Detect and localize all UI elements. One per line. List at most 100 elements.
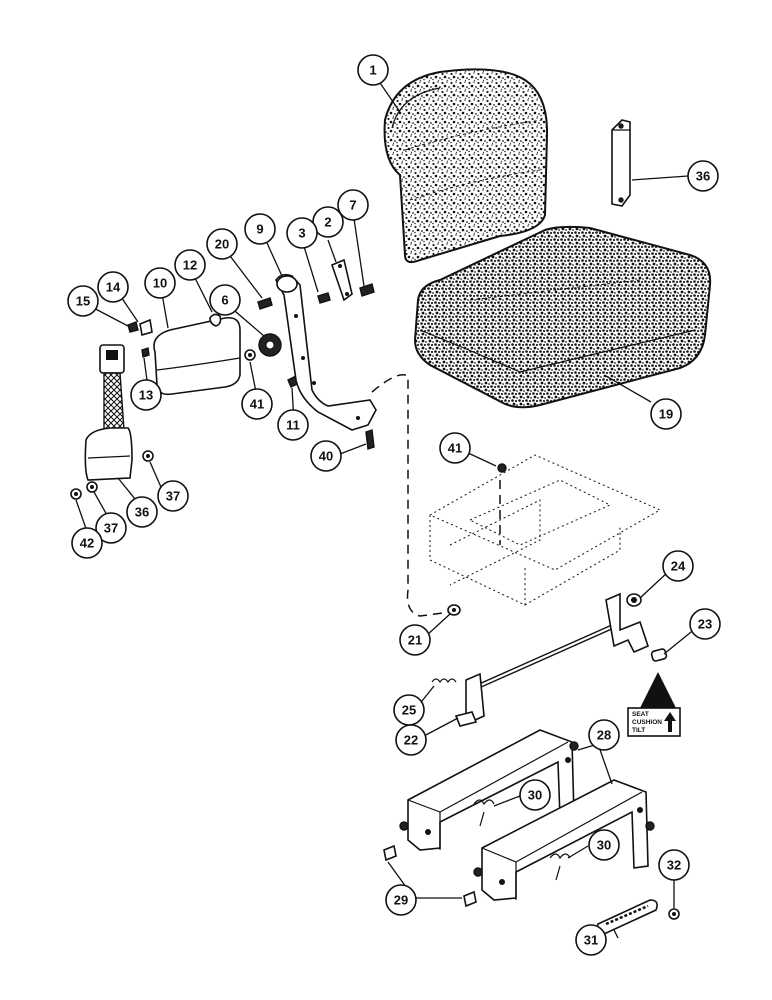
callout-10: 10: [144, 267, 176, 299]
svg-text:36: 36: [135, 505, 149, 520]
svg-text:13: 13: [139, 388, 153, 403]
svg-text:23: 23: [698, 617, 712, 632]
pin-29-lower: [463, 890, 477, 908]
clip-15: [127, 321, 139, 333]
callout-1: 1: [357, 54, 389, 86]
seat-base-plate: [428, 454, 662, 606]
callout-3: 3: [286, 217, 318, 249]
pin-29-upper: [383, 844, 397, 862]
callout-15: 15: [67, 285, 99, 317]
callout-31: 31: [575, 924, 607, 956]
svg-text:24: 24: [671, 559, 686, 574]
svg-text:9: 9: [256, 222, 263, 237]
svg-text:32: 32: [667, 858, 681, 873]
up-arrow-icon: [664, 712, 676, 732]
svg-text:14: 14: [106, 280, 121, 295]
spring-25: [431, 678, 457, 684]
callout-42: 42: [71, 527, 103, 559]
screw-7: [359, 283, 375, 297]
decal-line-2: CUSHION: [632, 719, 662, 726]
nut: [244, 349, 256, 361]
retaining-ring: [209, 313, 222, 327]
callout-11: 11: [277, 409, 309, 441]
svg-text:40: 40: [319, 449, 333, 464]
seat-slide-bracket-upper: [399, 729, 579, 851]
svg-text:36: 36: [696, 169, 710, 184]
strap-31: [596, 899, 658, 936]
callout-32: 32: [658, 849, 690, 881]
dashed-assembly-path: [371, 374, 451, 617]
cushion-tilt-rod: [454, 592, 649, 727]
svg-text:41: 41: [250, 397, 264, 412]
bolt-20: [257, 297, 273, 310]
svg-text:1: 1: [369, 63, 376, 78]
svg-text:6: 6: [221, 293, 228, 308]
callout-37-lower: 37: [95, 512, 127, 544]
cap-23: [650, 648, 668, 662]
svg-text:20: 20: [215, 237, 229, 252]
svg-text:2: 2: [324, 215, 331, 230]
callout-40: 40: [310, 440, 342, 472]
nut-21: [447, 604, 461, 616]
plate-14: [139, 318, 153, 337]
screw-40: [365, 429, 375, 450]
svg-text:31: 31: [584, 933, 598, 948]
backrest-cushion: [383, 68, 549, 264]
svg-text:25: 25: [402, 703, 416, 718]
svg-text:19: 19: [659, 407, 673, 422]
callout-7: 7: [337, 189, 369, 221]
svg-text:10: 10: [153, 276, 167, 291]
callout-36-belt: 36: [126, 496, 158, 528]
nut-32: [668, 908, 680, 920]
svg-text:42: 42: [80, 536, 94, 551]
torsion-spring-30b: [549, 853, 571, 881]
svg-text:22: 22: [404, 733, 418, 748]
svg-text:12: 12: [183, 258, 197, 273]
svg-text:30: 30: [597, 838, 611, 853]
seat-cushion: [413, 225, 712, 409]
svg-text:37: 37: [104, 521, 118, 536]
armrest-support-bracket: [275, 273, 377, 431]
callout-23: 23: [689, 608, 721, 640]
svg-text:30: 30: [528, 788, 542, 803]
callout-24: 24: [662, 550, 694, 582]
callout-19: 19: [650, 398, 682, 430]
screw-13: [141, 347, 150, 358]
callout-9: 9: [244, 213, 276, 245]
svg-text:15: 15: [76, 294, 90, 309]
nuts-cluster: [70, 450, 154, 500]
handwheel-knob: [258, 333, 282, 357]
svg-text:21: 21: [408, 633, 422, 648]
callout-41-plate: 41: [439, 432, 471, 464]
armrest-pad: [153, 316, 241, 396]
callout-28: 28: [588, 719, 620, 751]
callout-25: 25: [393, 694, 425, 726]
callout-20: 20: [206, 228, 238, 260]
callout-22: 22: [395, 724, 427, 756]
callout-30-lower: 30: [588, 829, 620, 861]
svg-text:37: 37: [166, 489, 180, 504]
seat-slide-bracket-lower: [473, 779, 655, 901]
callout-12: 12: [174, 249, 206, 281]
decal-line-3: TILT: [632, 727, 645, 734]
callout-6: 6: [209, 284, 241, 316]
callout-14: 14: [97, 271, 129, 303]
pin-3: [317, 292, 331, 304]
link-plate: [331, 258, 353, 302]
seat-cushion-tilt-decal: SEAT CUSHION TILT: [627, 672, 681, 737]
decal-line-1: SEAT: [632, 711, 649, 718]
svg-text:7: 7: [349, 198, 356, 213]
svg-text:41: 41: [448, 441, 462, 456]
svg-text:29: 29: [394, 893, 408, 908]
seat-belt: [84, 344, 133, 481]
torsion-spring-30a: [473, 799, 495, 827]
callout-41-knob: 41: [241, 388, 273, 420]
bushing-24: [626, 593, 642, 607]
svg-text:3: 3: [298, 226, 305, 241]
callout-13: 13: [130, 379, 162, 411]
callout-36-bracket: 36: [687, 160, 719, 192]
callout-21: 21: [399, 624, 431, 656]
callout-29: 29: [385, 884, 417, 916]
callout-37-upper: 37: [157, 480, 189, 512]
